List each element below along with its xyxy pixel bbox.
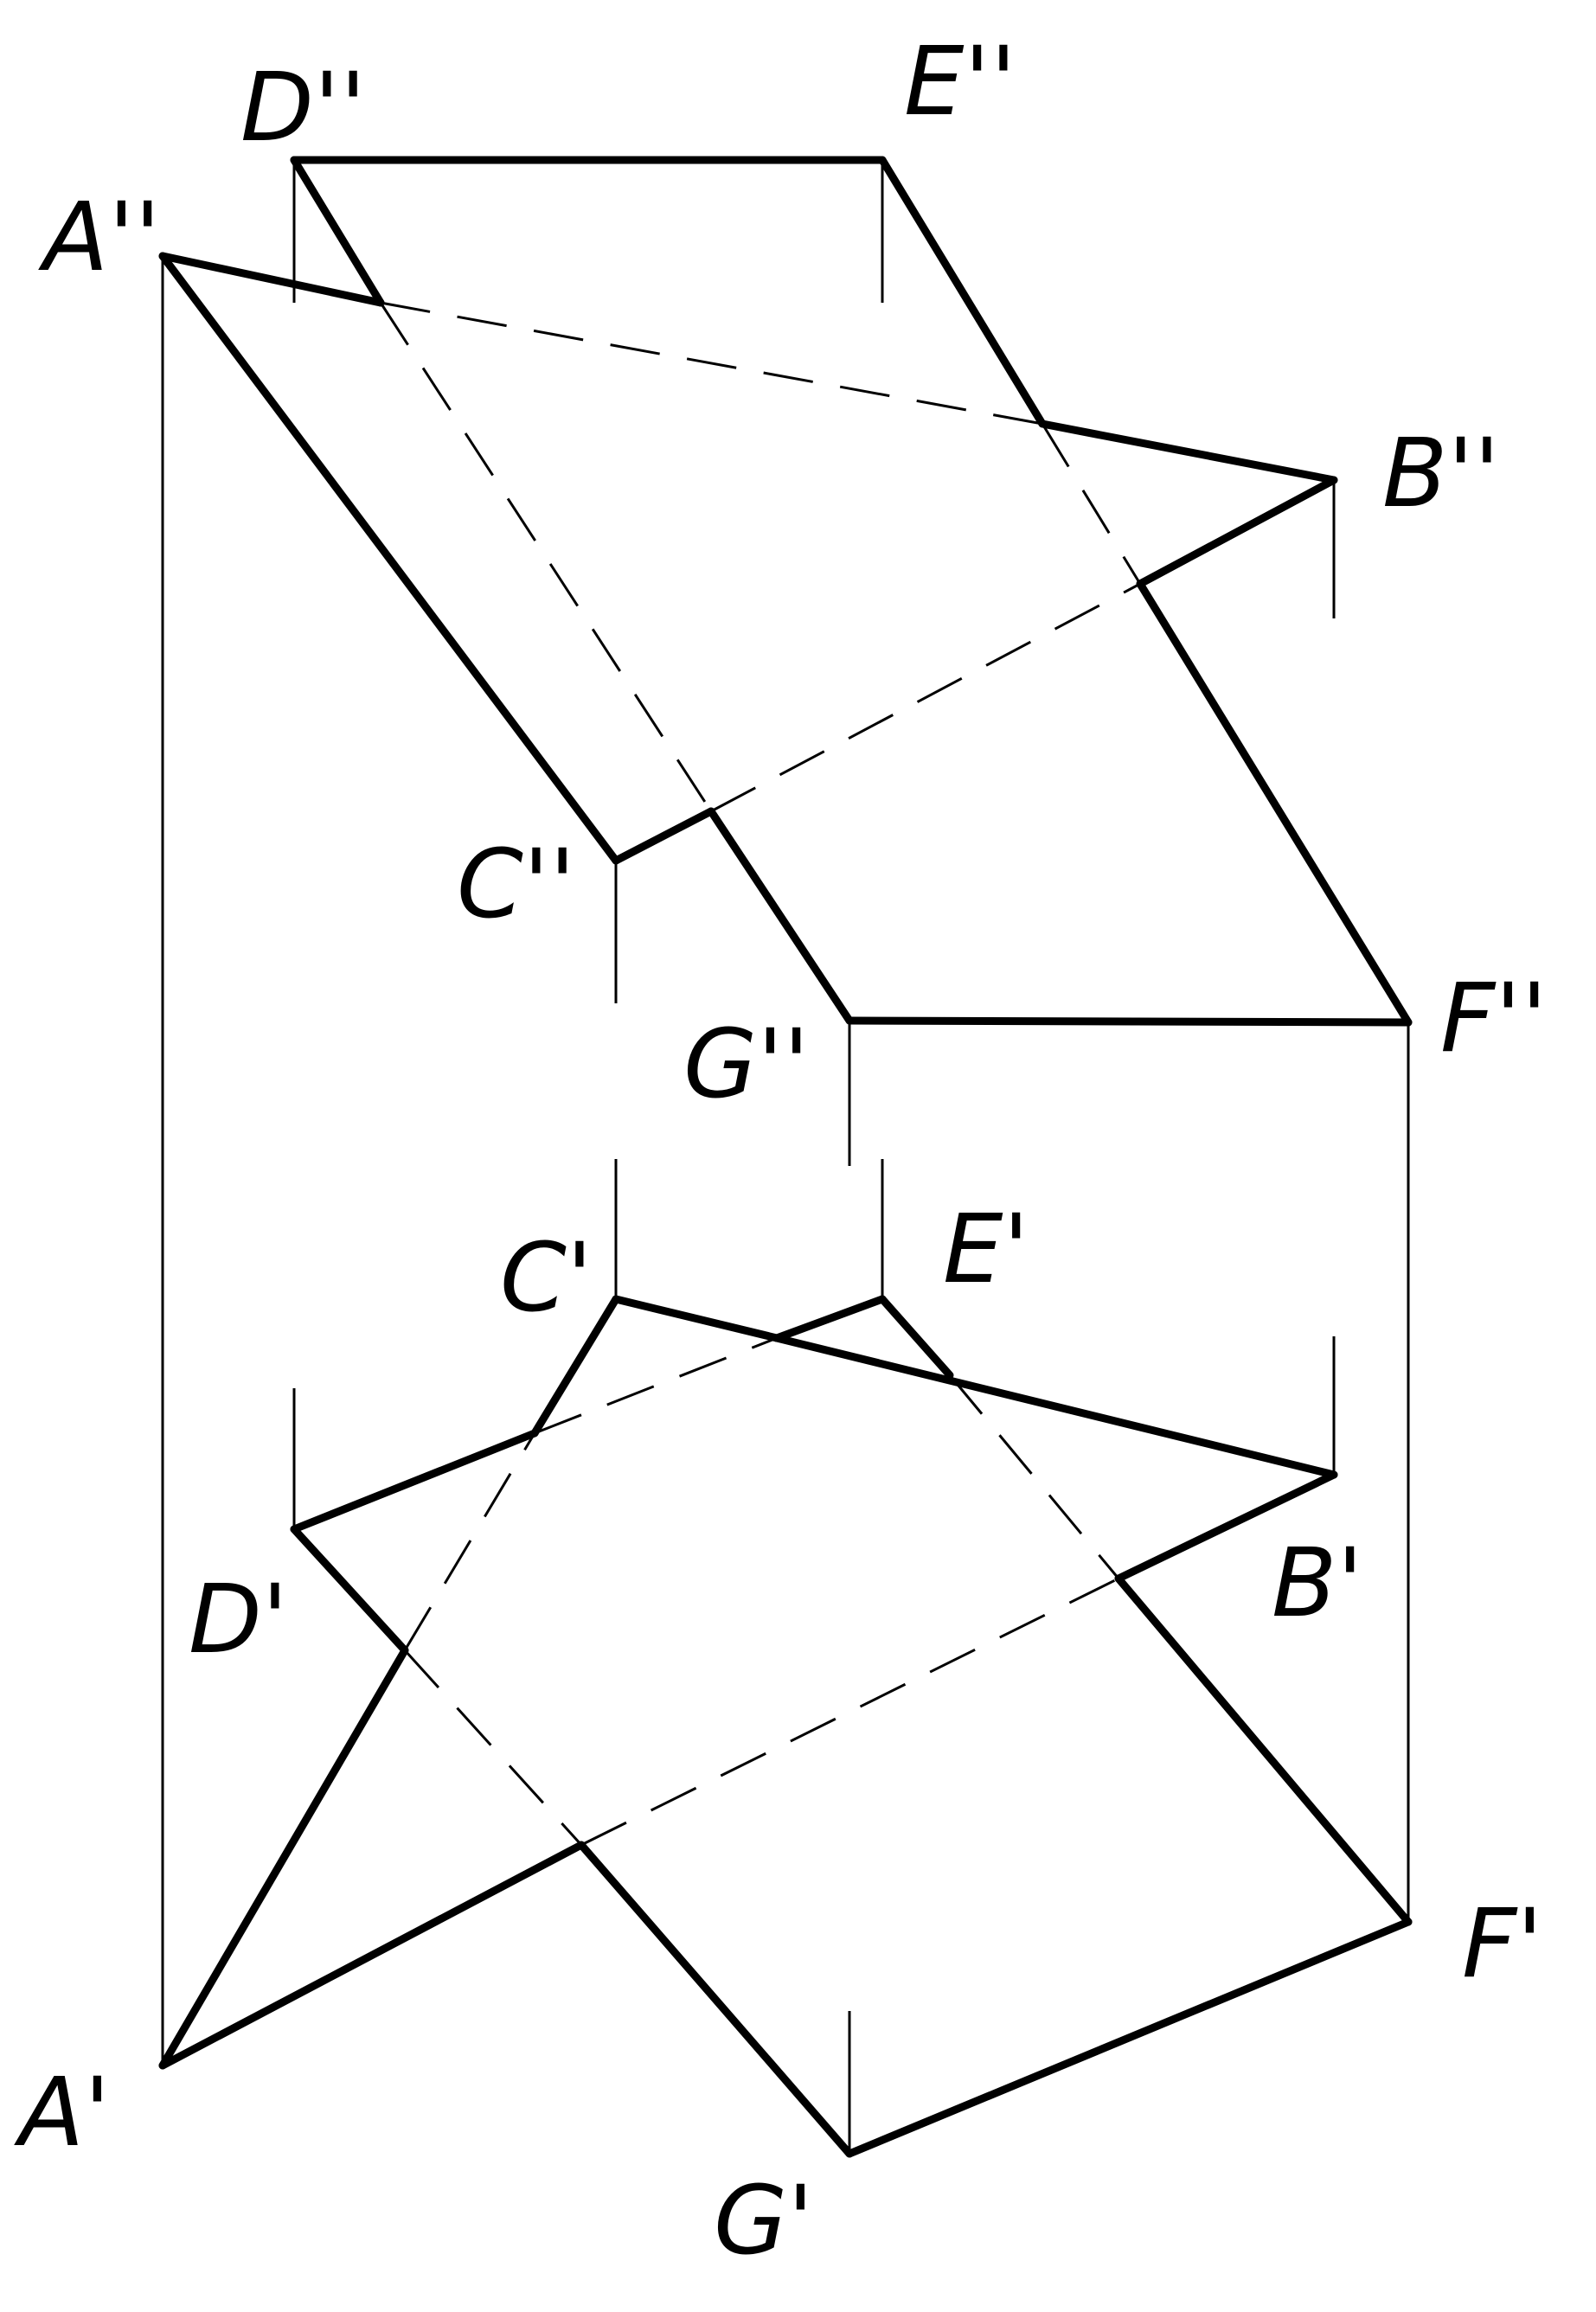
edge-b-x-front bbox=[1136, 476, 1338, 588]
label-a-front: A'' bbox=[38, 182, 161, 292]
label-d-front: D'' bbox=[240, 52, 366, 163]
front-view bbox=[158, 156, 1413, 1027]
edge-c-x-top bbox=[612, 1295, 781, 1342]
label-b-front: B'' bbox=[1382, 418, 1500, 528]
edge-b-v-top bbox=[1114, 1470, 1338, 1583]
hidden-edge-ab-front bbox=[380, 301, 1043, 426]
edge-g-f-front bbox=[845, 1016, 1413, 1027]
edge-e-f-upper-front bbox=[878, 156, 1047, 428]
hidden-edge-a-c-top bbox=[403, 1432, 536, 1651]
edge-v-f-top bbox=[1114, 1574, 1413, 1926]
label-a-top: A' bbox=[14, 2057, 111, 2168]
edge-c-y-front bbox=[612, 807, 715, 865]
label-f-top: F' bbox=[1462, 1888, 1543, 1999]
edge-d-w-top bbox=[290, 1525, 409, 1655]
edge-b-segment-front bbox=[1038, 419, 1338, 484]
label-g-top: G' bbox=[714, 2165, 813, 2276]
hidden-edge-ef-front bbox=[1041, 423, 1142, 585]
label-d-top: D' bbox=[189, 1564, 288, 1675]
hidden-edge-e-f-top bbox=[948, 1374, 1120, 1579]
top-view bbox=[158, 1295, 1413, 2158]
edge-u-g-top bbox=[577, 1841, 854, 2158]
hidden-edge-dg-front bbox=[379, 302, 713, 812]
edge-a-c-front bbox=[158, 252, 385, 307]
edge-c-z-top bbox=[530, 1295, 620, 1438]
label-f-front: F'' bbox=[1440, 963, 1548, 1073]
edge-a-u-top bbox=[158, 1841, 586, 2070]
edge-x-b-top bbox=[772, 1334, 1338, 1479]
edge-g-f-top bbox=[845, 1918, 1413, 2158]
hidden-edge-cb-front bbox=[710, 582, 1141, 813]
label-c-front: C'' bbox=[457, 829, 575, 939]
label-e-top: E' bbox=[943, 1194, 1029, 1304]
edge-e-y-top bbox=[878, 1295, 954, 1380]
hidden-edge-d-g-top bbox=[403, 1649, 583, 1847]
edge-y-g-front bbox=[707, 807, 854, 1025]
edge-e-x-top bbox=[772, 1295, 887, 1342]
edge-x-f-front bbox=[1136, 580, 1413, 1027]
label-e-front: E'' bbox=[904, 26, 1016, 137]
hidden-edge-b-a-top bbox=[580, 1577, 1119, 1847]
edge-d-z-top bbox=[290, 1429, 539, 1534]
edge-d-dashstart-front bbox=[290, 156, 385, 307]
hidden-edge-ce-top bbox=[534, 1336, 778, 1435]
label-c-top: C' bbox=[500, 1222, 593, 1333]
edge-w-a-top bbox=[158, 1646, 409, 2070]
label-g-front: G'' bbox=[683, 1009, 810, 1119]
label-b-top: B' bbox=[1272, 1527, 1363, 1638]
edge-a-c-diag-front bbox=[158, 252, 620, 865]
point-labels: A'' D'' E'' B'' C'' G'' F'' C' E' D' B' … bbox=[14, 26, 1548, 2276]
projection-lines bbox=[161, 160, 1410, 2154]
